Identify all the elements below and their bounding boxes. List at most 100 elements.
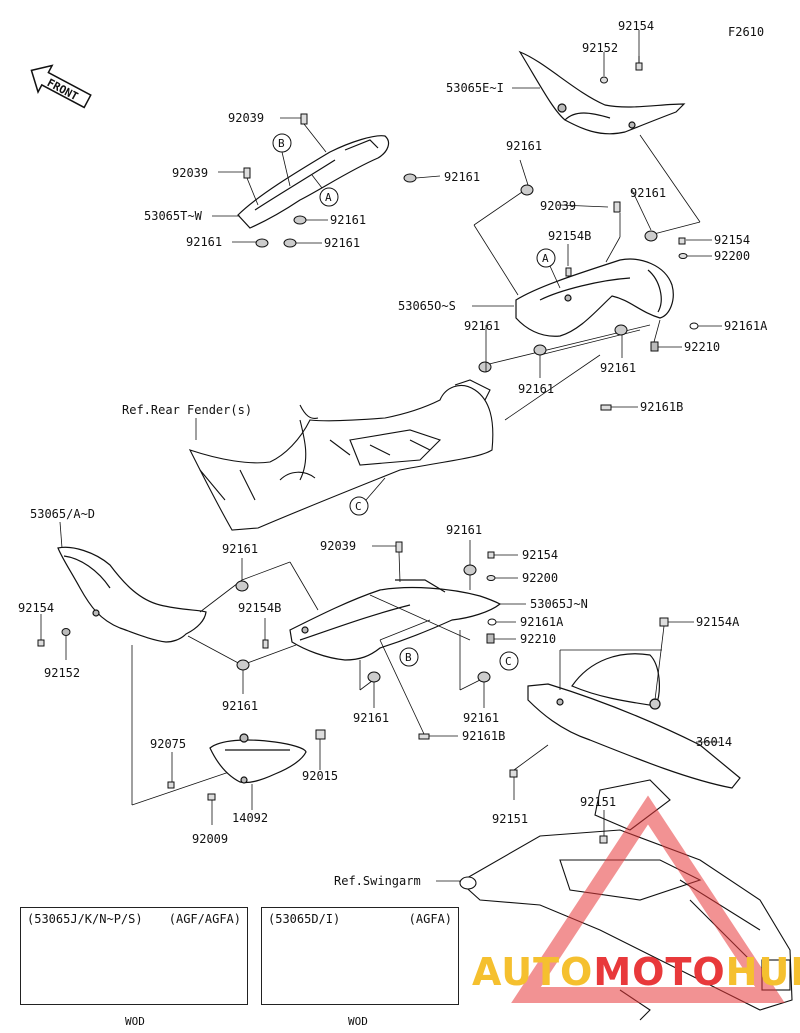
bolt-92151-a (509, 769, 518, 778)
tail-cover-upper-right (518, 50, 686, 135)
washer-92200-a (678, 253, 688, 259)
callout-c-2: C (499, 651, 519, 671)
label-92161-i: 92161 (464, 319, 500, 333)
label-92039-b: 92039 (172, 166, 208, 180)
grommet-92015 (315, 729, 326, 740)
watermark-part3: HUB (725, 950, 800, 994)
label-92154-d: 92154 (522, 548, 558, 562)
grommet-92161-c (403, 173, 417, 183)
label-92200-b: 92200 (522, 571, 558, 585)
label-92161B-b: 92161B (462, 729, 505, 743)
label-92154-a: 92154 (618, 19, 654, 33)
label-53065TW: 53065T~W (144, 209, 203, 223)
label-92161-k: 92161 (600, 361, 636, 375)
label-92151-a: 92151 (492, 812, 528, 826)
washer-92152-b (61, 628, 71, 636)
label-92039-d: 92039 (320, 539, 356, 553)
callout-b-2: B (399, 647, 419, 667)
watermark-logo: AUTOMOTOHUB (472, 950, 800, 994)
label-92161-f: 92161 (324, 236, 360, 250)
label-92161-l: 92161 (222, 542, 258, 556)
chain-guard-36014 (527, 653, 741, 789)
nut-92161A-a (689, 322, 699, 330)
pin-92161B-a (600, 404, 612, 411)
label-92161-j: 92161 (518, 382, 554, 396)
clip-92039-b (243, 167, 251, 179)
label-92161-m: 92161 (222, 699, 258, 713)
grommet-92161-d (293, 215, 307, 225)
grommet-92161-e (255, 238, 269, 248)
cover-14092 (209, 733, 307, 784)
bolt-92154-b (678, 237, 686, 245)
watermark-triangle-icon (511, 795, 785, 1003)
inset-left-header: (53065J/K/N~P/S) (27, 912, 143, 926)
label-53065EI: 53065E~I (446, 81, 504, 95)
grommet-92161-f (283, 238, 297, 248)
watermark-part1: AUTO (472, 950, 594, 994)
bolt-92154-top (635, 56, 643, 71)
inset-left-footer: WOD (125, 1015, 145, 1028)
bolt-92009 (207, 793, 216, 801)
grommet-92161-p (477, 671, 491, 683)
label-92161A-a: 92161A (724, 319, 768, 333)
clip-92039-a (300, 113, 308, 125)
label-ref-swingarm: Ref.Swingarm (334, 874, 421, 888)
grommet-92161-i (478, 361, 492, 373)
grommet-92161-h (644, 230, 658, 242)
inset-right-tag: (AGFA) (408, 912, 452, 926)
callout-a-1: A (311, 174, 339, 207)
label-92210-a: 92210 (684, 340, 720, 354)
grommet-92161-j (533, 344, 547, 356)
inset-box-right: (53065D/I) (AGFA) WOD (261, 907, 459, 1028)
label-92154-b: 92154 (714, 233, 750, 247)
label-14092: 14092 (232, 811, 268, 825)
svg-text:A: A (325, 191, 332, 204)
pin-92161B-b (418, 733, 430, 740)
label-92161-o: 92161 (353, 711, 389, 725)
svg-text:C: C (505, 655, 512, 668)
inset-right-header: (53065D/I) (268, 912, 341, 926)
nut-92161A-b (487, 618, 497, 626)
bolt-92154-d (487, 551, 495, 559)
svg-text:C: C (355, 500, 362, 513)
label-ref-rear-fender: Ref.Rear Fender(s) (122, 403, 252, 417)
label-92161-e: 92161 (186, 235, 222, 249)
label-92154B-b: 92154B (238, 601, 281, 615)
label-92152-a: 92152 (582, 41, 618, 55)
label-92075: 92075 (150, 737, 186, 751)
label-92039-c: 92039 (540, 199, 576, 213)
bolt-92154A (659, 617, 669, 627)
nut-92210-a (650, 341, 659, 352)
tail-cover-upper-left (237, 135, 390, 229)
side-cover-left (57, 546, 207, 643)
clip-92039-d (395, 541, 403, 553)
inset-right-footer: WOD (348, 1015, 368, 1028)
washer-92200-b (486, 575, 496, 581)
label-92154A: 92154A (696, 615, 740, 629)
label-92161-h: 92161 (630, 186, 666, 200)
label-53065AD: 53065/A~D (30, 507, 95, 521)
label-92009: 92009 (192, 832, 228, 846)
label-92152-b: 92152 (44, 666, 80, 680)
label-92200-a: 92200 (714, 249, 750, 263)
grommet-92161-g (520, 184, 534, 196)
label-92154B-a: 92154B (548, 229, 591, 243)
side-cover-middle (289, 579, 502, 661)
label-36014: 36014 (696, 735, 732, 749)
bolt-92075 (167, 781, 175, 789)
label-92161-c: 92161 (444, 170, 480, 184)
grommet-92161-l (235, 580, 249, 592)
callout-c-1: C (349, 477, 386, 516)
callout-b-1: B (272, 133, 292, 187)
washer-92152-top (600, 76, 608, 84)
svg-text:B: B (278, 137, 285, 150)
label-92161A-b: 92161A (520, 615, 564, 629)
svg-text:A: A (542, 252, 549, 265)
inset-box-left: (53065J/K/N~P/S) (AGF/AGFA) WOD (20, 907, 248, 1028)
label-92161-n: 92161 (446, 523, 482, 537)
label-92161B-a: 92161B (640, 400, 683, 414)
tail-cover-middle-right (515, 258, 674, 337)
label-92210-b: 92210 (520, 632, 556, 646)
svg-text:B: B (405, 651, 412, 664)
